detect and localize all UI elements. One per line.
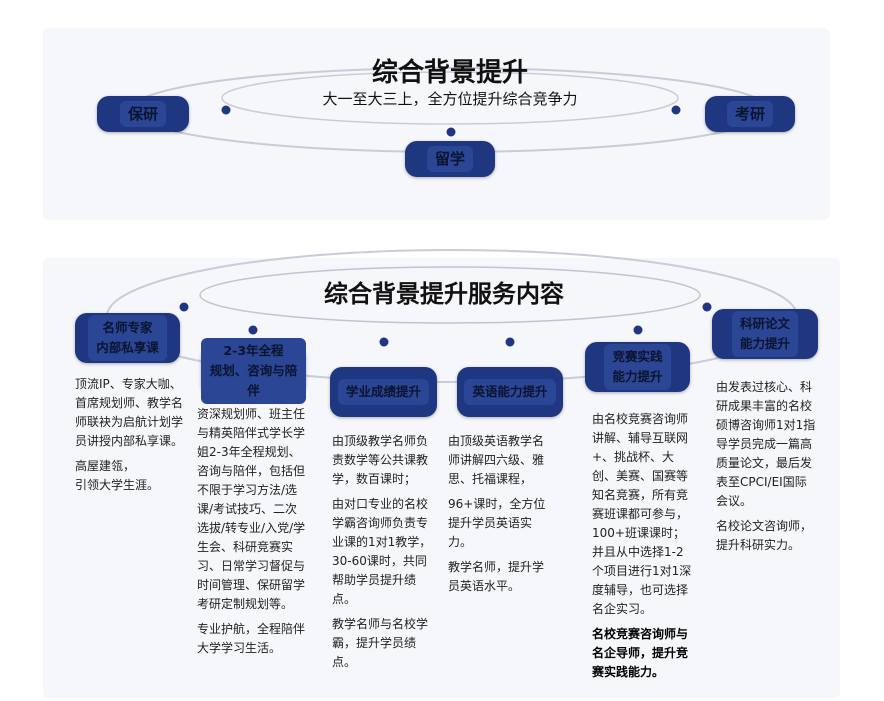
service-box-1: 名师专家 内部私享课 (75, 313, 180, 363)
orbit-dot (505, 337, 515, 347)
orbit-dot (248, 325, 258, 335)
service-desc-2: 资深规划师、班主任与精英陪伴式学长学姐2-3年全程规划、咨询与陪伴，包括但不限于… (197, 407, 306, 655)
service-box-3: 学业成绩提升 (330, 367, 437, 417)
orbit-dot (221, 105, 231, 115)
top-title: 综合背景提升 (371, 58, 528, 88)
service-desc-5: 由名校竞赛咨询师讲解、辅导互联网+、挑战杯、大创、美赛、国赛等知名竞赛，所有竞赛… (592, 412, 692, 679)
service-box-4: 英语能力提升 (457, 367, 563, 417)
services-orbit-inner (199, 266, 701, 324)
service-box-6: 科研论文 能力提升 (712, 309, 818, 359)
node-kaoyan: 考研 (705, 96, 795, 132)
node-liuxue: 留学 (405, 141, 495, 177)
orbit-dot (179, 302, 189, 312)
services-title: 综合背景提升服务内容 (324, 280, 564, 308)
top-orbit-inner (221, 71, 679, 125)
top-subtitle: 大一至大三上，全方位提升综合竞争力 (322, 90, 578, 108)
service-desc-4: 由顶级英语教学名师讲解四六级、雅思、托福课程， 96+课时，全方位提升学员英语实… (448, 434, 546, 593)
orbit-dot (702, 302, 712, 312)
orbit-dot (446, 127, 456, 137)
node-baoyan: 保研 (97, 96, 189, 132)
service-desc-3: 由顶级教学名师负责数学等公共课教学，数百课时； 由对口专业的名校学霸咨询师负责专… (332, 434, 432, 669)
service-box-2: 2-3年全程 规划、咨询与陪伴 (201, 338, 306, 404)
orbit-dot (633, 325, 643, 335)
service-box-5: 竞赛实践 能力提升 (585, 342, 690, 392)
orbit-dot (671, 105, 681, 115)
service-desc-1: 顶流IP、专家大咖、首席规划师、教学名师联袂为启航计划学员讲授内部私享课。 高屋… (75, 377, 184, 492)
orbit-dot (379, 337, 389, 347)
service-desc-6: 由发表过核心、科研成果丰富的名校硕博咨询师1对1指导学员完成一篇高质量论文，最后… (716, 380, 816, 552)
